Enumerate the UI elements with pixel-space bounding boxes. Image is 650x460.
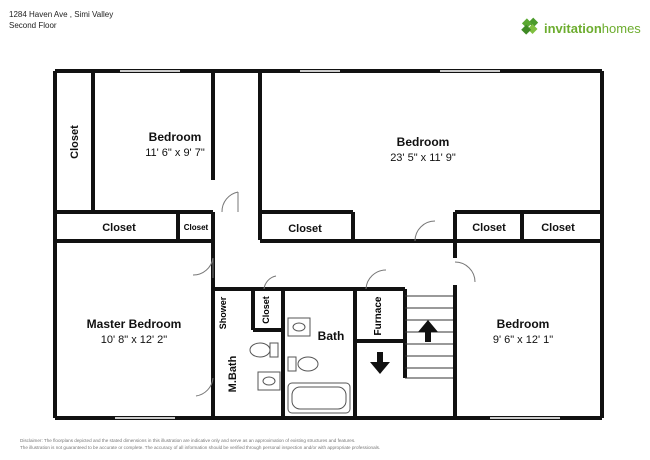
windows xyxy=(115,70,560,419)
brand-name-a: invitation xyxy=(544,21,602,36)
bedroom1-name: Bedroom xyxy=(149,130,202,144)
doors xyxy=(192,191,476,397)
bedroom2-name: Bedroom xyxy=(397,135,450,149)
master-bedroom-name: Master Bedroom xyxy=(87,317,182,331)
bedroom3-name: Bedroom xyxy=(497,317,550,331)
closet-right1-label: Closet xyxy=(472,222,506,234)
fixtures xyxy=(249,317,351,414)
closet-small-label: Closet xyxy=(184,223,209,232)
closet-right2-label: Closet xyxy=(541,222,575,234)
master-bedroom-dims: 10' 8" x 12' 2" xyxy=(101,334,168,346)
brand-logo: invitationhomes xyxy=(516,14,646,44)
bedroom1-dims: 11' 6" x 9' 7" xyxy=(145,147,205,159)
bedroom2-dims: 23' 5" x 11' 9" xyxy=(390,152,456,164)
floor-label: Second Floor xyxy=(9,21,57,30)
shower-label: Shower xyxy=(218,296,228,329)
brand-mark-icon xyxy=(521,17,539,35)
bath-label: Bath xyxy=(318,329,345,343)
mbath-label: M.Bath xyxy=(227,355,239,392)
brand-name-b: homes xyxy=(601,21,641,36)
walls xyxy=(53,69,604,420)
up-arrow-icon xyxy=(418,320,438,342)
closet-left-label: Closet xyxy=(69,125,81,159)
furnace-label: Furnace xyxy=(373,296,384,335)
disclaimer-line1: Disclaimer: The floorplans depicted and … xyxy=(20,438,356,443)
toilet-icon-2 xyxy=(297,356,319,372)
bedroom3-dims: 9' 6" x 12' 1" xyxy=(493,334,553,346)
closet-bath-label: Closet xyxy=(261,296,271,324)
down-arrow-icon xyxy=(370,352,390,374)
closet-center-label: Closet xyxy=(288,223,322,235)
closet-mid-left-label: Closet xyxy=(102,222,136,234)
toilet-icon xyxy=(249,342,271,358)
disclaimer-line2: The illustration is not guaranteed to be… xyxy=(20,445,381,450)
window-lines xyxy=(115,70,560,419)
stair-arrows xyxy=(370,320,438,374)
address-text: 1284 Haven Ave , Simi Valley xyxy=(9,10,114,19)
